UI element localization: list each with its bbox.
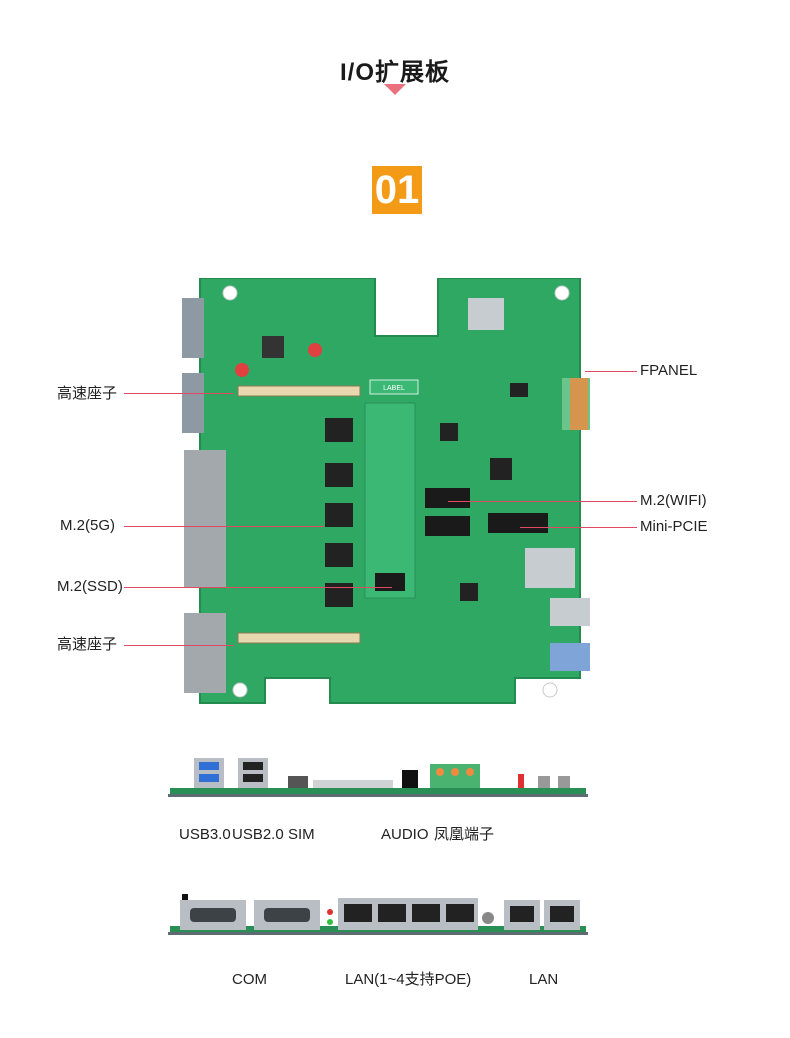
callout-high-speed-connector-bottom: 高速座子 <box>57 636 118 653</box>
callout-line <box>585 371 637 372</box>
callout-line <box>124 393 234 394</box>
callout-m2-wifi: M.2(WIFI) <box>640 492 707 509</box>
callout-mini-pcie: Mini-PCIE <box>640 518 708 535</box>
rear-edge-view-image <box>168 890 588 950</box>
label-lan: LAN <box>529 971 559 988</box>
callout-m2-ssd: M.2(SSD) <box>57 578 123 595</box>
callout-line <box>124 645 234 646</box>
callout-line <box>124 587 392 588</box>
callout-line <box>124 526 324 527</box>
label-usb30: USB3.0 <box>179 826 231 843</box>
label-phoenix-terminal: 凤凰端子 <box>434 826 495 843</box>
label-lan-poe: LAN(1~4支持POE) <box>345 971 472 988</box>
section-number-badge: 01 <box>372 166 422 214</box>
callout-line <box>448 501 637 502</box>
page-title: I/O扩展板 <box>339 59 450 86</box>
board-silkscreen-label: LABEL <box>383 385 405 392</box>
label-audio: AUDIO <box>381 826 429 843</box>
label-com: COM <box>232 971 267 988</box>
label-usb20: USB2.0 <box>232 826 284 843</box>
callout-high-speed-connector-top: 高速座子 <box>57 385 118 402</box>
front-edge-view-image <box>168 750 588 810</box>
callout-m2-5g: M.2(5G) <box>60 517 116 534</box>
callout-line <box>520 527 637 528</box>
callout-fpanel: FPANEL <box>640 362 698 379</box>
down-arrow-icon <box>384 84 406 95</box>
board-top-view-image: LABEL <box>170 278 600 708</box>
label-sim: SIM <box>288 826 315 843</box>
